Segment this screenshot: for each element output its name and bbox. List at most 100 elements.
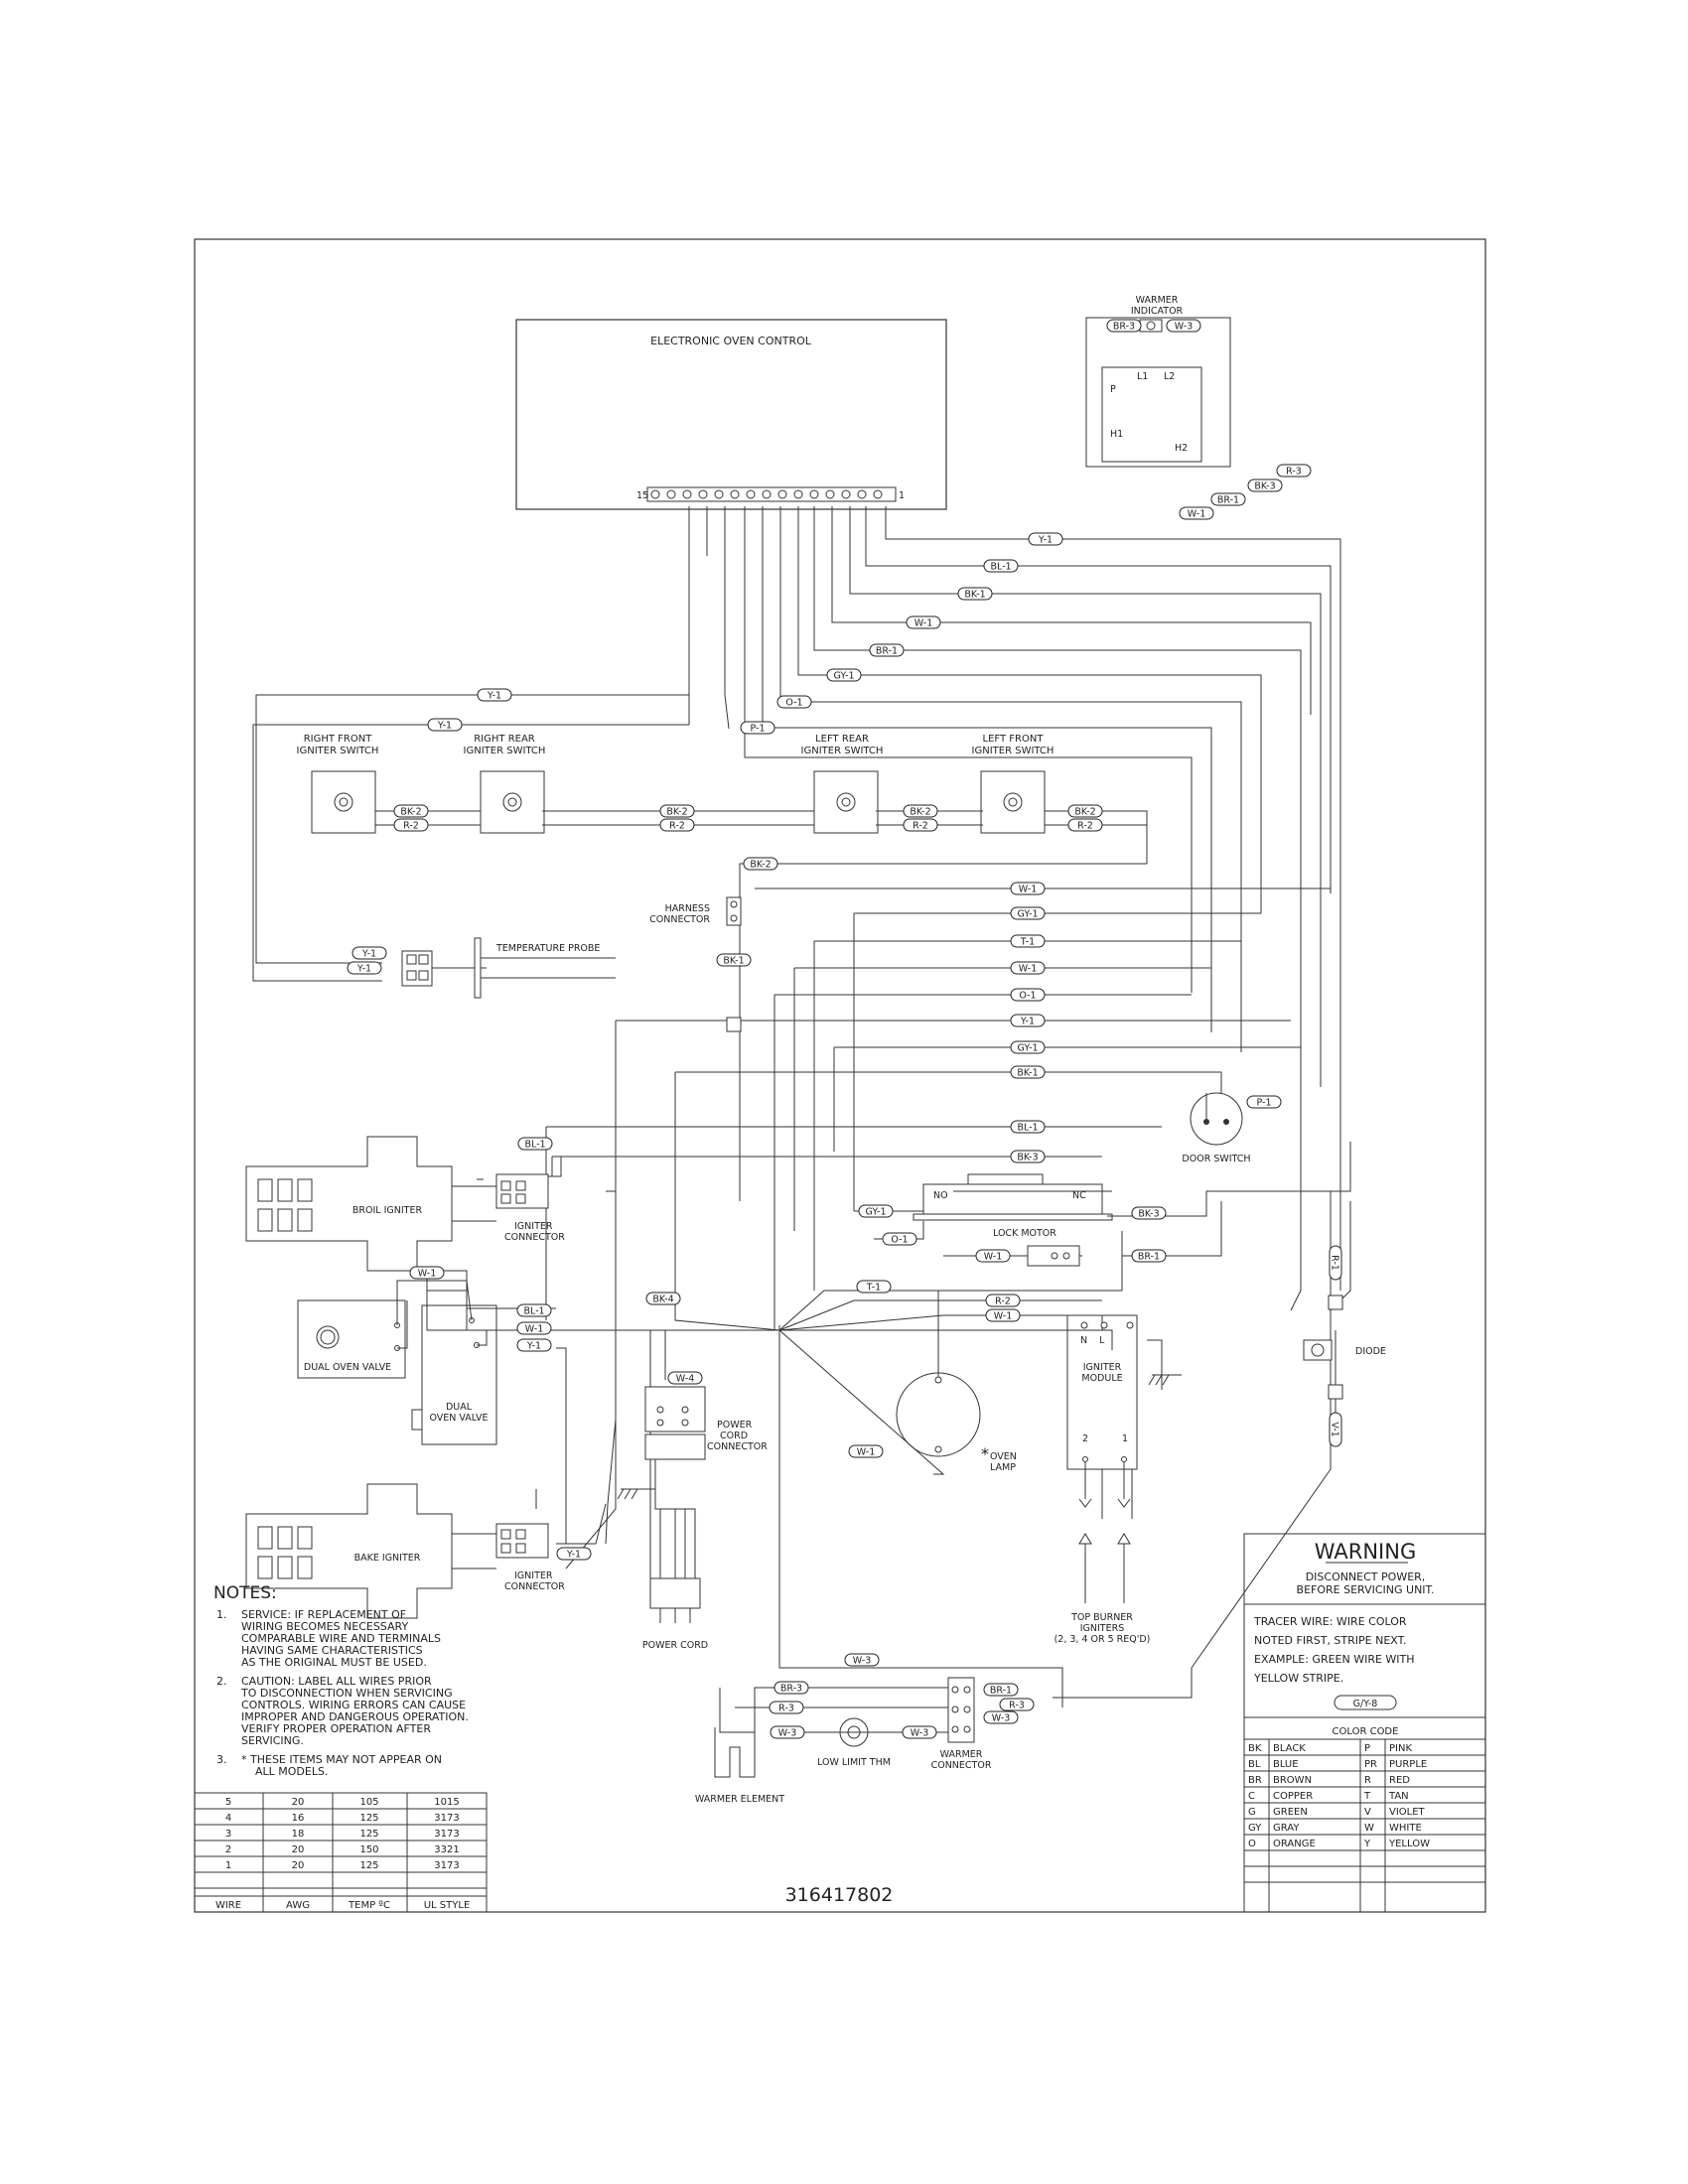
- wire-table-rows-2-2-text: 125: [359, 1829, 378, 1840]
- warmer-indicator-h2-text: H2: [1175, 443, 1188, 454]
- power-cord: POWER CORD CONNECTOR POWER CORD: [617, 1386, 768, 1651]
- notes-n3-0-text: * THESE ITEMS MAY NOT APPEAR ON: [241, 1753, 442, 1766]
- components-igniter-conn-1-text: IGNITER: [514, 1570, 553, 1581]
- notes-n1-num-text: 1.: [216, 1608, 227, 1621]
- wire-tag: BK-1: [1017, 1068, 1038, 1079]
- wire-tag: BK-3: [1138, 1209, 1159, 1220]
- diode: DIODE: [1303, 1295, 1386, 1400]
- bake-igniter: BAKE IGNITER IGNITER CONNECTOR: [245, 1483, 565, 1619]
- wire-tag: GY-1: [1017, 1043, 1038, 1054]
- wire-tag: BR-1: [876, 646, 898, 657]
- wire-tag: BR-3: [780, 1684, 802, 1695]
- left-front-igniter-switch: LEFT FRONT IGNITER SWITCH: [972, 734, 1054, 834]
- notes: NOTES: 1. SERVICE: IF REPLACEMENT OF WIR…: [213, 1583, 469, 1778]
- switches-1-line1-text: RIGHT REAR: [474, 734, 535, 745]
- wire-tag: BR-3: [1113, 322, 1135, 333]
- wire-tag: W-1: [418, 1269, 436, 1280]
- color-code-left-0-1-text: BLACK: [1273, 1743, 1306, 1754]
- components-nc-text: NC: [1072, 1190, 1086, 1201]
- wire-tag: R-2: [669, 821, 685, 832]
- components-igniter-conn-1-text: IGNITER: [514, 1221, 553, 1232]
- components-no-text: NO: [933, 1190, 948, 1201]
- wire-tag: Y-1: [1020, 1017, 1035, 1027]
- wire-tag: T-1: [1020, 937, 1035, 948]
- components-igniter-module-2-text: MODULE: [1081, 1373, 1122, 1384]
- wire-tag: BK-3: [1017, 1153, 1038, 1163]
- wire-tag: Y-1: [487, 691, 501, 702]
- wire-tag: BL-1: [990, 562, 1011, 573]
- color-code-right-1-0-text: PR: [1364, 1759, 1377, 1770]
- wire-tag: BK-1: [964, 590, 985, 601]
- wire-table-rows-1-2-text: 125: [359, 1813, 378, 1824]
- wire-tag: BK-2: [666, 807, 687, 818]
- warning-tracer-0-text: TRACER WIRE: WIRE COLOR: [1253, 1615, 1407, 1628]
- color-code-abbr: BK: [1248, 1743, 1262, 1754]
- wire-table-rows-0-2-text: 105: [359, 1797, 378, 1808]
- temperature-probe: TEMPERATURE PROBE: [401, 937, 616, 999]
- wire-tag: BK-2: [910, 807, 930, 818]
- color-code-left-4-1-text: GREEN: [1273, 1807, 1308, 1818]
- color-code-right-3-1-text: TAN: [1388, 1791, 1409, 1802]
- wire-table-rows-4-2-text: 125: [359, 1860, 378, 1871]
- wire-tag: Y-1: [437, 721, 452, 732]
- igniter-switches: RIGHT FRONT IGNITER SWITCH RIGHT REAR IG…: [297, 734, 1054, 834]
- notes-title: NOTES:: [213, 1583, 277, 1603]
- wire-tag: GY-1: [865, 1207, 886, 1218]
- wire-tag: BK-2: [400, 807, 421, 818]
- warning-line1-text: DISCONNECT POWER,: [1306, 1570, 1426, 1583]
- components-dual-valve-text: DUAL OVEN VALVE: [304, 1362, 391, 1373]
- switches-1-line2-text: IGNITER SWITCH: [464, 746, 546, 756]
- wire-table-headers-3-text: UL STYLE: [424, 1900, 471, 1911]
- notes-n2-num-text: 2.: [216, 1675, 227, 1688]
- notes-n3-1-text: ALL MODELS.: [255, 1765, 328, 1778]
- notes-n2-0-text: CAUTION: LABEL ALL WIRES PRIOR: [241, 1675, 432, 1688]
- wire-tag: W-1: [1188, 509, 1205, 520]
- notes-n1-1-text: WIRING BECOMES NECESSARY: [241, 1620, 408, 1633]
- wire-table-rows-4-1-text: 20: [292, 1860, 305, 1871]
- control-title: ELECTRONIC OVEN CONTROL: [650, 335, 812, 347]
- wire-tag: W-1: [1019, 885, 1037, 895]
- wire-tag: R-2: [913, 821, 928, 832]
- igniter-module: N L IGNITER MODULE 2 1 TOP BURNER IGNITE…: [1055, 1314, 1172, 1645]
- wire-tag: W-3: [992, 1713, 1010, 1724]
- switches-0-line2-text: IGNITER SWITCH: [297, 746, 379, 756]
- door-switch-label: DOOR SWITCH: [1182, 1154, 1250, 1164]
- right-front-igniter-switch: RIGHT FRONT IGNITER SWITCH: [297, 734, 379, 834]
- notes-n1-0-text: SERVICE: IF REPLACEMENT OF: [241, 1608, 406, 1621]
- right-rear-igniter-switch: RIGHT REAR IGNITER SWITCH: [464, 734, 546, 834]
- wire-tag: O-1: [1019, 991, 1036, 1002]
- warmer-indicator-l2-text: L2: [1164, 371, 1175, 382]
- broil-igniter-label: BROIL IGNITER: [352, 1205, 423, 1216]
- diagram-frame: [194, 238, 1486, 1913]
- components-low-limit-text: LOW LIMIT THM: [817, 1757, 891, 1768]
- warning-box: WARNING DISCONNECT POWER, BEFORE SERVICI…: [1243, 1533, 1486, 1913]
- wire-tag: O-1: [891, 1235, 908, 1246]
- pin-15-label: 15: [636, 490, 648, 501]
- components-power-cord-conn-2-text: CORD: [720, 1431, 748, 1441]
- components-top-burner-1-text: TOP BURNER: [1070, 1612, 1133, 1623]
- wire-tag: GY-1: [1017, 909, 1038, 920]
- wire-tag: R-3: [1009, 1701, 1025, 1711]
- wire-tag: R-2: [1077, 821, 1093, 832]
- wire-tag: BK-1: [723, 956, 744, 967]
- wire-tag: GY-1: [833, 671, 854, 682]
- color-code-left-2-1-text: BROWN: [1273, 1775, 1312, 1786]
- components-harness-1-text: HARNESS: [665, 903, 710, 914]
- wire-tag: W-1: [914, 618, 932, 629]
- wire-table-rows-3-2-text: 150: [359, 1844, 378, 1855]
- color-code-right-0-1-text: PINK: [1389, 1743, 1412, 1754]
- components-top-burner-3-text: (2, 3, 4 OR 5 REQ'D): [1055, 1634, 1151, 1645]
- dual-oven-valve: DUAL OVEN VALVE DUAL OVEN VALVE: [297, 1280, 566, 1445]
- wire-tag: W-1: [994, 1311, 1012, 1322]
- wire-table-rows-2-0-text: 3: [225, 1829, 231, 1840]
- notes-n3-num-text: 3.: [216, 1753, 227, 1766]
- wire-tag: BR-1: [1217, 495, 1239, 506]
- oven-lamp: * OVEN LAMP: [896, 1291, 1017, 1473]
- wire-tag: BK-3: [1254, 481, 1275, 492]
- warmer-indicator-p-text: P: [1110, 384, 1116, 395]
- color-code-title: COLOR CODE: [1333, 1726, 1399, 1737]
- notes-n1-2-text: COMPARABLE WIRE AND TERMINALS: [241, 1632, 441, 1645]
- components-harness-2-text: CONNECTOR: [649, 914, 710, 925]
- wire-tag: BR-1: [990, 1686, 1012, 1697]
